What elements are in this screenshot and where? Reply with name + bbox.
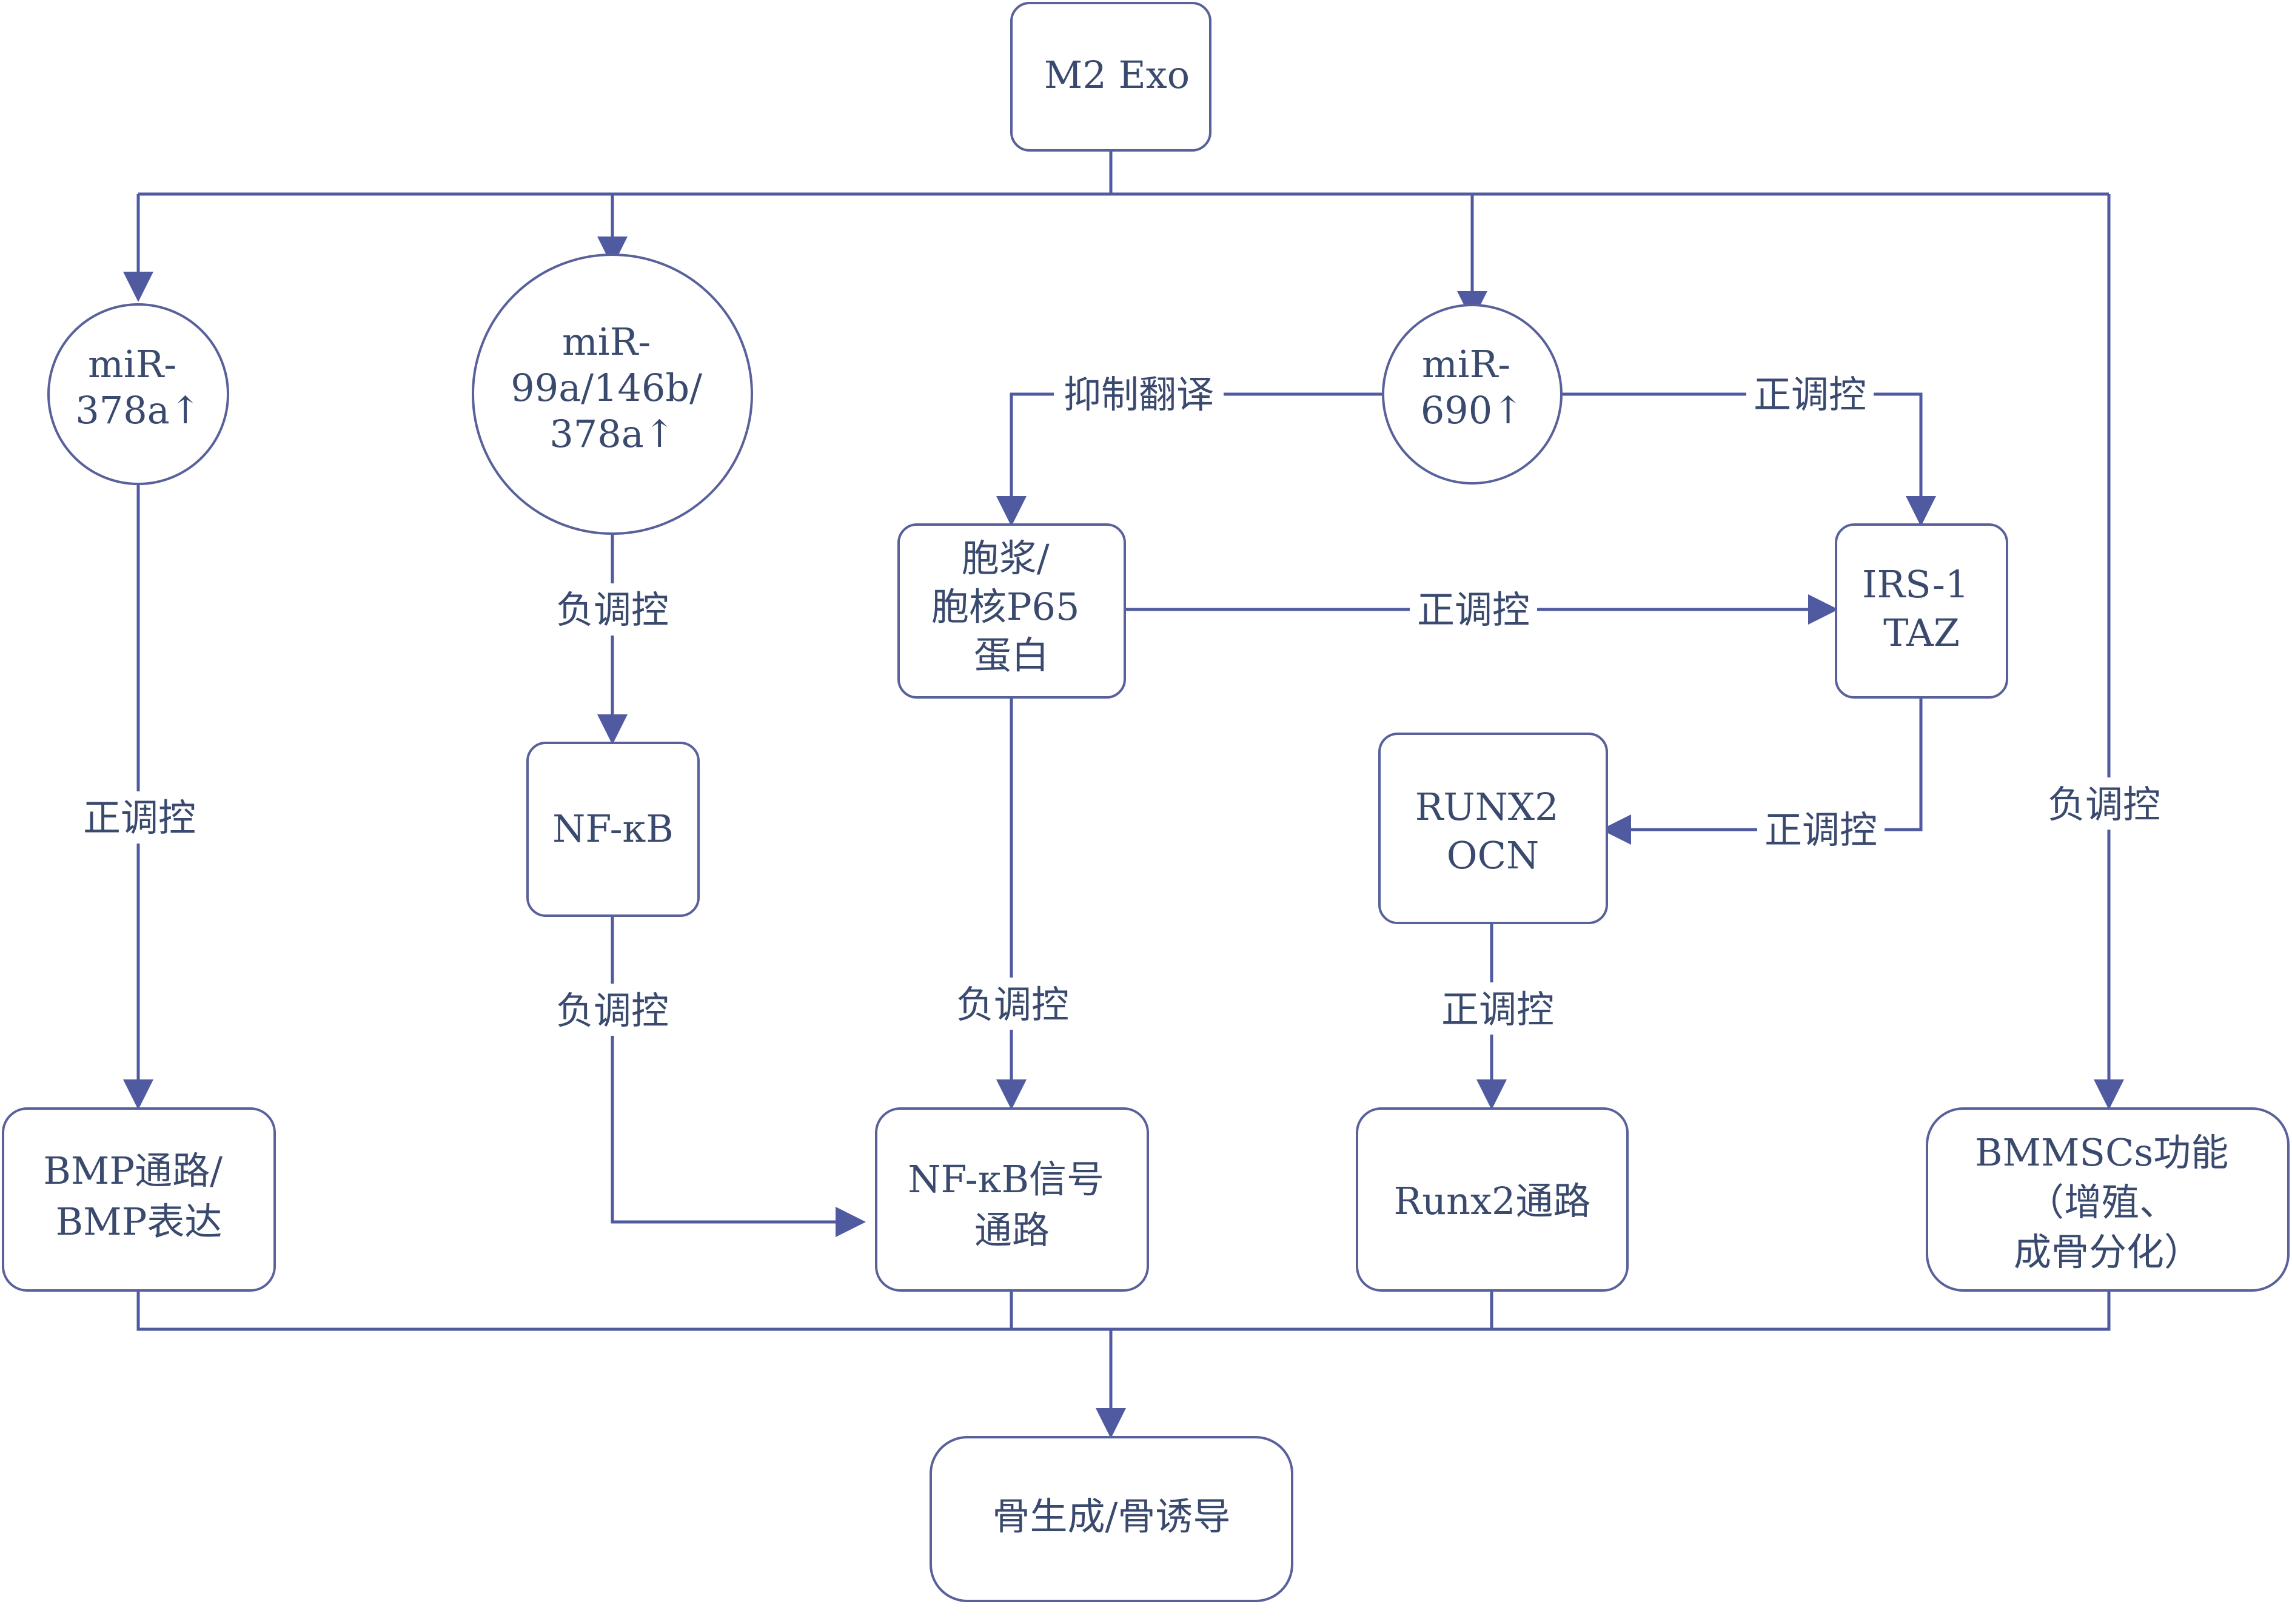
runx2ocn-line-2: OCN (1447, 833, 1540, 877)
arrow-mir690-to-irs1 (1561, 392, 1936, 526)
label-irs1-to-runx2: 正调控 (1764, 808, 1877, 852)
label-p65-to-irs1: 正调控 (1417, 588, 1530, 632)
label-nfkb-to-path: 负调控 (556, 988, 669, 1033)
svg-text:IRS-1 TAZ: IRS-1 TAZ (1862, 562, 1981, 655)
nfkbpath-line-2: 通路 (974, 1208, 1050, 1252)
label-mir378a-to-bmp: 正调控 (83, 796, 196, 840)
mir378a-line-2: 378a↑ (75, 388, 201, 432)
node-m2exo: M2 Exo (1010, 2, 1211, 152)
mir99a-line-2: 99a/146b/ (511, 366, 702, 410)
bmmsc-line-2: （增殖、 (2026, 1180, 2177, 1224)
p65-line-3: 蛋白 (974, 633, 1049, 677)
runx2path-line-1: Runx2通路 (1394, 1179, 1591, 1223)
bmp-line-2: BMP表达 (56, 1200, 223, 1244)
node-nfkbpath: NF-κB信号 通路 (875, 1107, 1149, 1292)
bmp-line-1: BMP通路/ (43, 1149, 223, 1193)
node-mir690: miR- 690↑ (1382, 304, 1563, 485)
svg-text:miR- 378a↑: miR- 378a↑ (75, 342, 201, 432)
svg-text:RUNX2 OCN: RUNX2 OCN (1415, 785, 1571, 877)
node-runx2path: Runx2通路 (1356, 1107, 1629, 1292)
svg-text:NF-κB: NF-κB (552, 807, 674, 851)
svg-text:miR- 690↑: miR- 690↑ (1421, 342, 1524, 432)
svg-text:BMMSCs功能 （增殖、 成骨分化: BMMSCs功能 （增殖、 成骨分化） (1975, 1130, 2240, 1274)
bottom-bus (136, 1290, 2111, 1331)
arrow-irs1-to-runx2 (1601, 697, 1923, 845)
node-bmmsc: BMMSCs功能 （增殖、 成骨分化） (1926, 1107, 2290, 1292)
node-mir99a: miR- 99a/146b/ 378a↑ (472, 253, 753, 535)
mir690-line-2: 690↑ (1421, 388, 1524, 432)
nfkb-line-1: NF-κB (552, 807, 674, 851)
mir99a-line-1: miR- (562, 320, 651, 364)
label-m2exo-to-bmmsc: 负调控 (2048, 782, 2160, 827)
svg-text:胞浆/ 胞核P65 蛋白: 胞浆/ 胞核P65 蛋白 (931, 536, 1091, 677)
irs1-line-2: TAZ (1883, 611, 1960, 655)
bone-line-1: 骨生成/骨诱导 (993, 1494, 1231, 1538)
runx2ocn-line-1: RUNX2 (1415, 785, 1559, 829)
svg-text:骨生成/骨诱导: 骨生成/骨诱导 (993, 1494, 1231, 1538)
nfkbpath-line-1: NF-κB信号 (908, 1157, 1104, 1201)
svg-text:BMP通路/ BMP表达: BMP通路/ BMP表达 (43, 1149, 234, 1244)
label-p65-to-path: 负调控 (956, 982, 1069, 1027)
irs1-line-1: IRS-1 (1862, 562, 1969, 606)
m2exo-line: M2 Exo (1044, 53, 1190, 97)
label-mir99a-to-nfkb: 负调控 (556, 588, 669, 632)
arrow-mir690-to-p65 (996, 392, 1384, 526)
node-nfkb: NF-κB (526, 742, 700, 917)
node-p65: 胞浆/ 胞核P65 蛋白 (897, 523, 1126, 699)
p65-line-1: 胞浆/ (962, 536, 1050, 580)
mir378a-line-1: miR- (88, 342, 176, 386)
label-mir690-to-irs1: 正调控 (1754, 372, 1866, 417)
node-irs1: IRS-1 TAZ (1835, 523, 2008, 699)
mir99a-line-3: 378a↑ (549, 412, 675, 456)
label-runx2-to-path: 正调控 (1441, 987, 1554, 1032)
node-mir378a: miR- 378a↑ (47, 303, 229, 485)
svg-text:Runx2通路: Runx2通路 (1394, 1179, 1591, 1223)
connectors (123, 150, 2124, 1438)
node-runx2ocn: RUNX2 OCN (1378, 733, 1608, 924)
svg-text:miR- 99a/146b/ 378: miR- 99a/146b/ 378a↑ (511, 320, 714, 456)
edge-labels: 正调控 负调控 负调控 负调控 抑制翻译 正调控 正调控 正调控 正调控 负调控 (82, 368, 2168, 1036)
svg-text:M2 Exo: M2 Exo (1044, 53, 1190, 97)
svg-text:NF-κB信号 通路: NF-κB信号 通路 (908, 1157, 1116, 1252)
p65-line-2: 胞核P65 (931, 585, 1080, 629)
bmmsc-line-1: BMMSCs功能 (1975, 1130, 2228, 1175)
label-mir690-to-p65: 抑制翻译 (1064, 372, 1214, 417)
bmmsc-line-3: 成骨分化） (2014, 1230, 2202, 1274)
node-bone: 骨生成/骨诱导 (930, 1436, 1293, 1602)
arrow-nfkb-to-path (611, 916, 866, 1237)
node-bmp: BMP通路/ BMP表达 (2, 1107, 276, 1292)
mir690-line-1: miR- (1422, 342, 1510, 386)
